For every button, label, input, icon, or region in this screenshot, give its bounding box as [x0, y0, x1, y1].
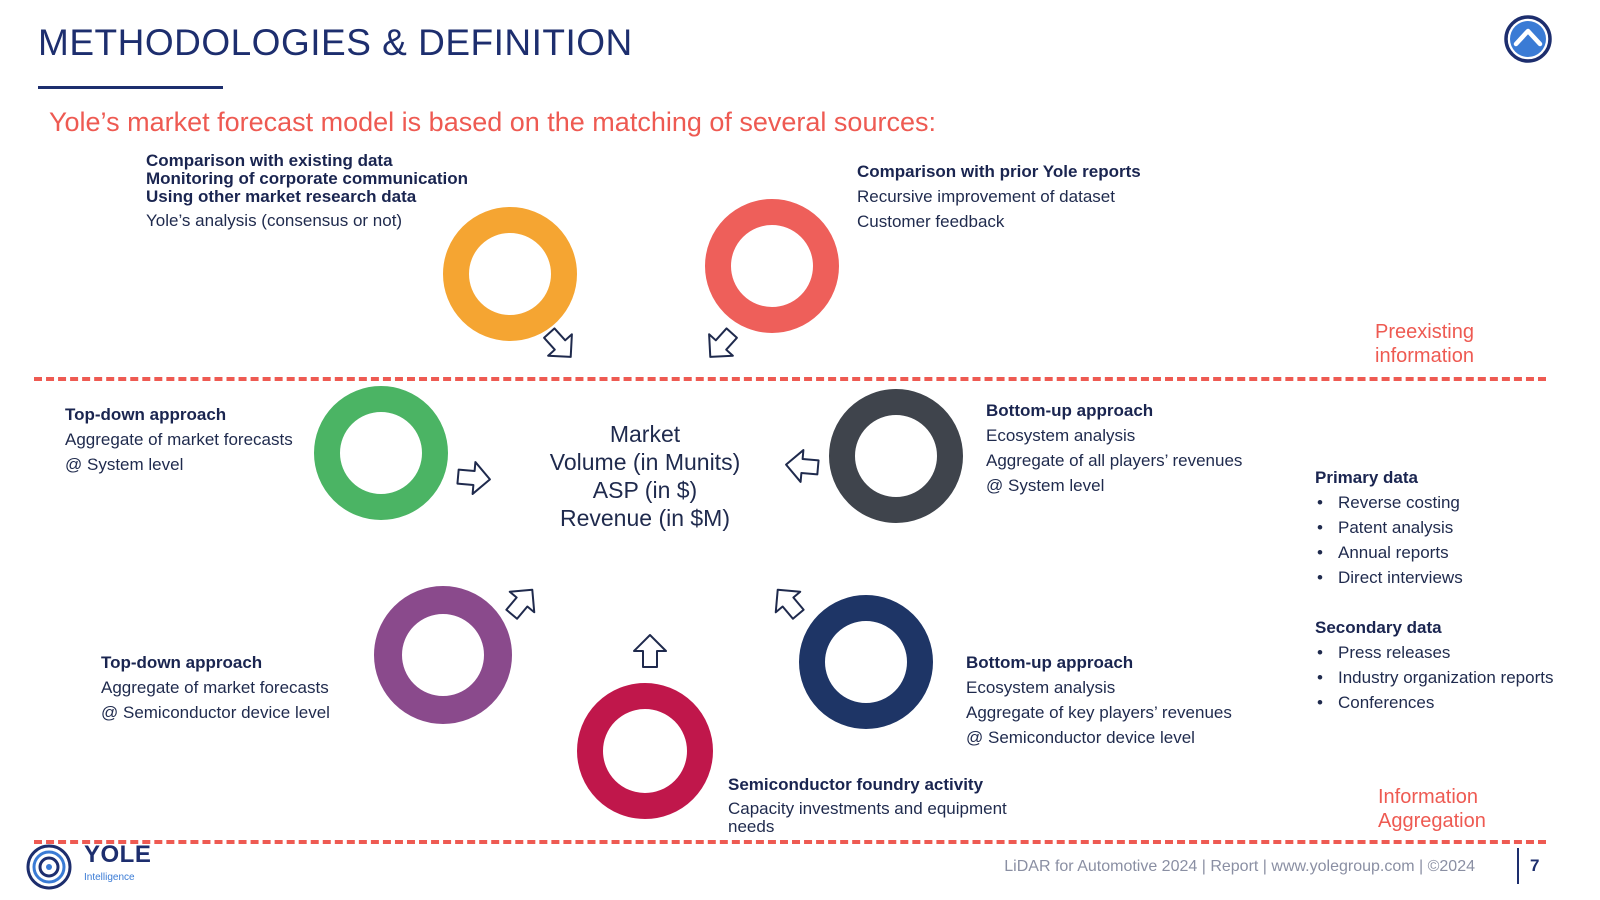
- zone-label-aggregation: Information Aggregation: [1378, 786, 1486, 832]
- topdown-device-block: Top-down approach Aggregate of market fo…: [101, 653, 330, 722]
- bottomup-system-block: Bottom-up approach Ecosystem analysis Ag…: [986, 401, 1243, 495]
- ring-dark-gray: [829, 389, 963, 523]
- list-item: Direct interviews: [1315, 565, 1463, 590]
- arrow-left-icon: [785, 449, 820, 483]
- market-center-text: Market Volume (in Munits) ASP (in $) Rev…: [549, 421, 741, 531]
- list-item: Patent analysis: [1315, 515, 1463, 540]
- bottomup-device-block: Bottom-up approach Ecosystem analysis Ag…: [966, 653, 1232, 747]
- list-item: Industry organization reports: [1315, 665, 1553, 690]
- page-number: 7: [1530, 856, 1540, 875]
- aggregation-divider: [34, 840, 1546, 844]
- yole-intelligence-logo-icon: [26, 844, 72, 890]
- primary-data-block: Primary data Reverse costing Patent anal…: [1315, 465, 1463, 590]
- arrow-right-icon: [456, 461, 491, 495]
- logo-wordmark: YOLE: [84, 841, 152, 868]
- topdown-system-block: Top-down approach Aggregate of market fo…: [65, 405, 293, 474]
- zone-label-preexisting: Preexisting information: [1375, 321, 1474, 367]
- secondary-data-block: Secondary data Press releases Industry o…: [1315, 615, 1553, 715]
- arrow-up-left-icon: [774, 588, 805, 620]
- primary-data-list: Reverse costing Patent analysis Annual r…: [1315, 490, 1463, 590]
- logo-subtitle: Intelligence: [84, 872, 135, 883]
- arrow-up-icon: [633, 634, 667, 668]
- list-item: Annual reports: [1315, 540, 1463, 565]
- foundry-block: Semiconductor foundry activity Capacity …: [728, 775, 1007, 836]
- preexisting-divider: [34, 377, 1546, 381]
- page-title: METHODOLOGIES & DEFINITION: [38, 22, 633, 63]
- subtitle: Yole’s market forecast model is based on…: [49, 107, 936, 137]
- ring-red: [705, 199, 839, 333]
- list-item: Conferences: [1315, 690, 1553, 715]
- ring-green: [314, 386, 448, 520]
- footer-text: LiDAR for Automotive 2024 | Report | www…: [1004, 858, 1475, 875]
- list-item: Reverse costing: [1315, 490, 1463, 515]
- list-item: Press releases: [1315, 640, 1553, 665]
- ring-navy: [799, 595, 933, 729]
- arrow-up-right-icon: [505, 588, 536, 620]
- ring-purple: [374, 586, 512, 724]
- ring-crimson: [577, 683, 713, 819]
- footer-separator: [1517, 848, 1519, 884]
- arrow-down-right-icon: [543, 327, 573, 358]
- title-underline: [38, 86, 223, 89]
- secondary-data-list: Press releases Industry organization rep…: [1315, 640, 1553, 715]
- existing-data-block: Comparison with existing data Monitoring…: [146, 151, 469, 230]
- ring-orange: [443, 207, 577, 341]
- prior-reports-block: Comparison with prior Yole reports Recur…: [857, 162, 1141, 231]
- arrow-down-left-icon: [708, 327, 738, 358]
- yole-chevron-logo-icon: [1504, 15, 1552, 63]
